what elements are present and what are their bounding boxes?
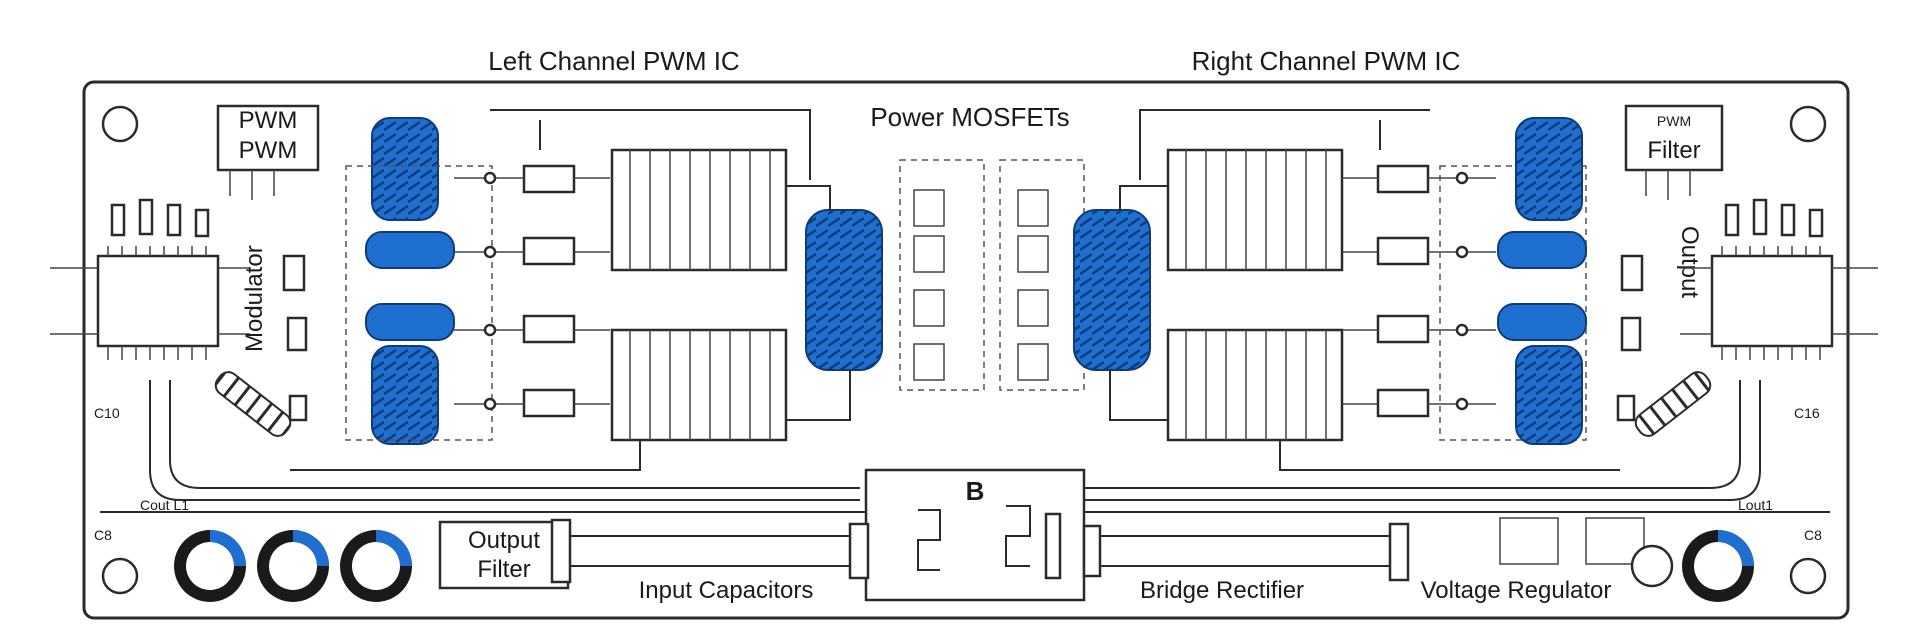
filter-box-line1: PWM	[1657, 113, 1691, 129]
right-pwm-ic-label: Right Channel PWM IC	[1192, 46, 1461, 76]
right-filter-capacitor	[1682, 530, 1754, 602]
mounting-hole-bottom-left	[101, 557, 139, 595]
voltage-regulator-connector	[1388, 522, 1410, 582]
right-output-ic	[1680, 198, 1878, 360]
left-output-coil	[805, 209, 883, 371]
center-section: B	[848, 159, 1102, 602]
right-gate-resistor-1	[1376, 164, 1430, 194]
bridge-rectifier-block: B	[848, 468, 1102, 602]
voltage-regulator-pad-2	[1585, 517, 1645, 565]
bridge-rectifier-label: Bridge Rectifier	[1140, 577, 1304, 604]
left-capacitor-bottom	[365, 303, 455, 341]
voltage-regulator-pad-1	[1499, 517, 1559, 565]
right-gate-resistor-2	[1376, 236, 1430, 266]
left-resistor-1	[282, 254, 306, 292]
right-resistor-2	[1620, 316, 1642, 352]
right-capacitor-bottom	[1497, 303, 1587, 341]
right-lout-label: Lout1	[1738, 497, 1773, 513]
bridge-glyph: B	[966, 476, 985, 506]
left-small-top-label: C10	[94, 405, 120, 421]
left-channel: PWM PWM Modulator	[50, 104, 883, 602]
output-filter-line2: Filter	[477, 556, 530, 583]
right-channel: Output PWM Filter C16 Lout1 C8	[1073, 104, 1878, 602]
right-mosfet-bank-bottom	[1166, 328, 1344, 442]
input-capacitors-label: Input Capacitors	[639, 577, 814, 604]
left-inductor-bottom	[371, 345, 439, 445]
right-small-top-label: C16	[1794, 405, 1820, 421]
pwm-box-line1: PWM	[239, 107, 298, 134]
right-resistor-1	[1620, 254, 1644, 292]
right-c8-label: C8	[1804, 527, 1822, 543]
pwm-box: PWM PWM	[216, 104, 320, 200]
left-gate-resistor-3	[522, 314, 576, 344]
right-power-resistor	[1634, 371, 1712, 437]
output-filter-box: Output Filter	[438, 518, 870, 590]
right-inductor-top	[1515, 117, 1583, 221]
right-resistor-3	[1616, 394, 1636, 422]
left-gate-resistor-2	[522, 236, 576, 266]
mounting-hole-top-left	[101, 105, 139, 143]
pcb-board	[82, 80, 1850, 620]
modulator-label: Modulator	[241, 245, 268, 352]
output-vertical-label: Output	[1676, 226, 1703, 298]
left-inductor-top	[371, 117, 439, 221]
left-pwm-ic-label: Left Channel PWM IC	[488, 46, 739, 76]
pwm-box-line2: PWM	[239, 137, 298, 164]
left-modulator-ic	[50, 198, 250, 360]
right-mosfet-bank-top	[1166, 148, 1344, 272]
center-left-dashed-block	[899, 159, 985, 391]
pwm-filter-box: PWM Filter	[1624, 104, 1724, 200]
left-mosfet-bank-bottom	[610, 328, 788, 442]
left-cout-label: Cout L1	[140, 497, 189, 513]
output-filter-line1: Output	[468, 527, 540, 554]
voltage-regulator-trim	[1630, 544, 1674, 588]
right-gate-resistor-3	[1376, 314, 1430, 344]
right-inductor-bottom	[1515, 345, 1583, 445]
left-mosfet-bank-top	[610, 148, 788, 272]
right-gate-resistor-4	[1376, 388, 1430, 418]
power-mosfets-label: Power MOSFETs	[870, 102, 1069, 132]
left-power-resistor	[214, 371, 292, 437]
right-capacitor-top	[1497, 231, 1587, 269]
mounting-hole-bottom-right	[1789, 557, 1827, 595]
left-capacitor-top	[365, 231, 455, 269]
left-c8-label: C8	[94, 527, 112, 543]
voltage-regulator-label: Voltage Regulator	[1421, 577, 1612, 604]
right-output-coil	[1073, 209, 1151, 371]
left-gate-resistor-4	[522, 388, 576, 418]
input-capacitors	[174, 530, 412, 602]
left-resistor-2	[286, 316, 308, 352]
filter-box-line2: Filter	[1647, 137, 1700, 164]
mounting-hole-top-right	[1789, 105, 1827, 143]
left-gate-resistor-1	[522, 164, 576, 194]
left-resistor-3	[288, 394, 308, 422]
